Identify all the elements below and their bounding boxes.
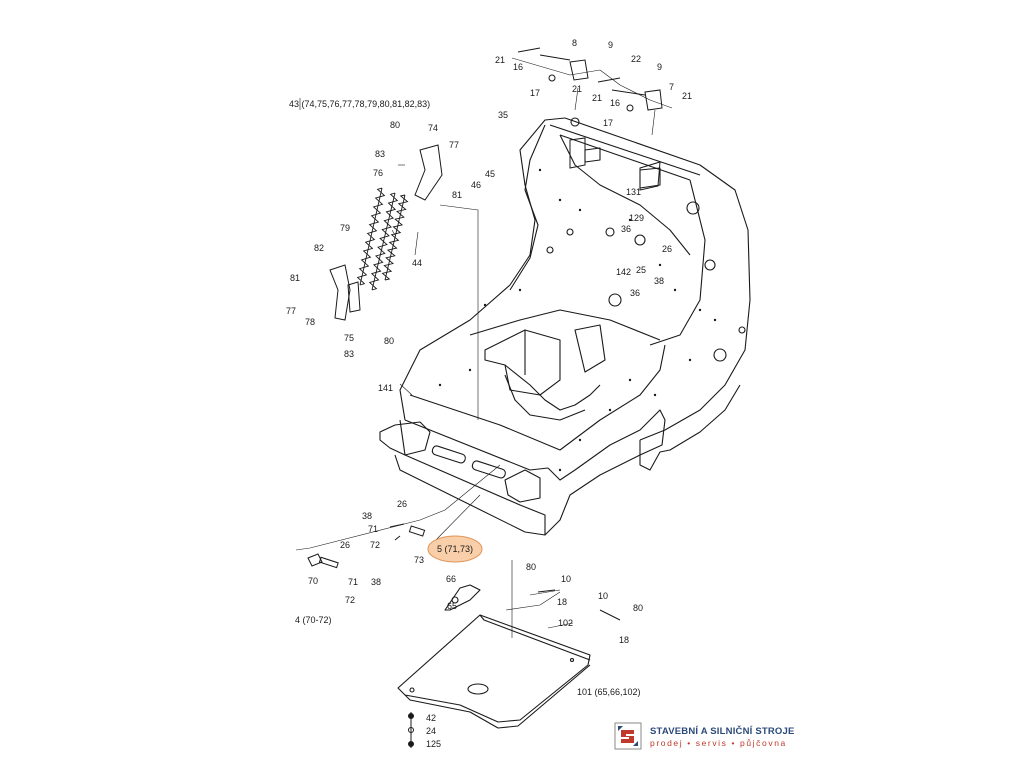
label-65: 65 <box>447 601 457 611</box>
label-74: 74 <box>428 123 438 133</box>
company-logo-icon <box>614 722 642 750</box>
label-141: 141 <box>378 383 393 393</box>
label-7: 7 <box>669 82 674 92</box>
label-9: 9 <box>608 40 613 50</box>
label-73: 73 <box>414 555 424 565</box>
label-125: 125 <box>426 739 441 749</box>
label-16b: 16 <box>610 98 620 108</box>
label-group-101: 101 (65,66,102) <box>577 687 641 697</box>
label-72: 72 <box>370 540 380 550</box>
label-22: 22 <box>631 54 641 64</box>
label-72b: 72 <box>345 595 355 605</box>
company-logo: STAVEBNÍ A SILNIČNÍ STROJE prodej • serv… <box>612 722 794 750</box>
label-38c: 38 <box>371 577 381 587</box>
label-17b: 17 <box>603 118 613 128</box>
label-18: 18 <box>557 597 567 607</box>
callout-highlight <box>427 535 483 563</box>
label-21: 21 <box>495 55 505 65</box>
label-16: 16 <box>513 62 523 72</box>
frame-holes <box>438 168 717 472</box>
label-36b: 36 <box>630 288 640 298</box>
label-38: 38 <box>654 276 664 286</box>
label-44: 44 <box>412 258 422 268</box>
floor-plate <box>397 584 591 729</box>
spring-coils <box>356 187 409 291</box>
label-83b: 83 <box>344 349 354 359</box>
label-81b: 81 <box>290 273 300 283</box>
label-142: 142 <box>616 267 631 277</box>
plate-fasteners <box>408 589 621 748</box>
main-frame <box>379 117 751 536</box>
label-35: 35 <box>498 110 508 120</box>
spring-coil-1 <box>356 187 386 286</box>
spring-assembly <box>329 144 443 321</box>
label-26: 26 <box>662 244 672 254</box>
label-80b: 80 <box>384 336 394 346</box>
logo-subtitle: prodej • servis • půjčovna <box>650 738 787 748</box>
hinge-assembly <box>517 47 663 191</box>
spring-coil-2 <box>368 192 399 291</box>
label-77: 77 <box>449 140 459 150</box>
label-38b: 38 <box>362 511 372 521</box>
label-8: 8 <box>572 38 577 48</box>
label-9b: 9 <box>657 62 662 72</box>
label-42: 42 <box>426 713 436 723</box>
label-10: 10 <box>561 574 571 584</box>
label-70: 70 <box>308 576 318 586</box>
label-66: 66 <box>446 574 456 584</box>
label-group-4: 4 (70-72) <box>295 615 332 625</box>
label-21b: 21 <box>572 84 582 94</box>
hinge-leaders <box>511 57 673 136</box>
label-82: 82 <box>314 243 324 253</box>
label-80c: 80 <box>526 562 536 572</box>
label-36: 36 <box>621 224 631 234</box>
label-26c: 26 <box>340 540 350 550</box>
pin-assemblies <box>307 523 426 569</box>
label-78: 78 <box>305 317 315 327</box>
label-80: 80 <box>390 120 400 130</box>
label-83: 83 <box>375 149 385 159</box>
label-callout-5: 5 (71,73) <box>437 544 473 554</box>
label-46: 46 <box>471 180 481 190</box>
label-75: 75 <box>344 333 354 343</box>
label-102: 102 <box>558 618 573 628</box>
label-17: 17 <box>530 88 540 98</box>
label-10b: 10 <box>598 591 608 601</box>
label-80d: 80 <box>633 603 643 613</box>
label-24: 24 <box>426 726 436 736</box>
spring-coil-3 <box>381 194 409 281</box>
label-77b: 77 <box>286 306 296 316</box>
label-71b: 71 <box>348 577 358 587</box>
logo-title: STAVEBNÍ A SILNIČNÍ STROJE <box>650 726 795 737</box>
label-81: 81 <box>452 190 462 200</box>
label-131: 131 <box>626 187 641 197</box>
label-79: 79 <box>340 223 350 233</box>
label-18b: 18 <box>619 635 629 645</box>
label-76: 76 <box>373 168 383 178</box>
label-21c: 21 <box>592 93 602 103</box>
label-45: 45 <box>485 169 495 179</box>
label-21d: 21 <box>682 91 692 101</box>
label-71: 71 <box>368 524 378 534</box>
label-25: 25 <box>636 265 646 275</box>
leader-lines <box>295 98 574 638</box>
label-129: 129 <box>629 213 644 223</box>
part-labels: 8 9 21 16 22 9 17 21 7 21 16 21 17 43 (7… <box>286 38 692 749</box>
label-group-43: 43 (74,75,76,77,78,79,80,81,82,83) <box>289 99 430 109</box>
label-26b: 26 <box>397 499 407 509</box>
